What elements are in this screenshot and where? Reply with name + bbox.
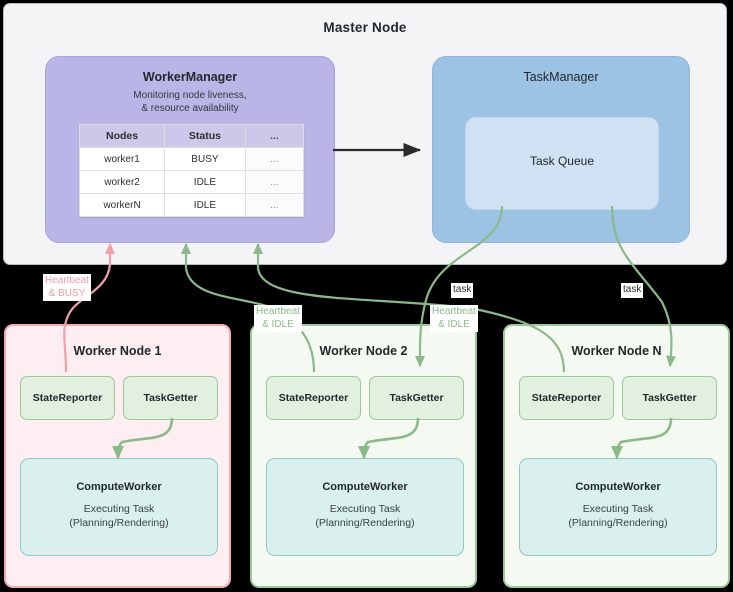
worker-node-1-container: Worker Node 1 StateReporter TaskGetter C… <box>4 324 231 588</box>
edge-label-heartbeat-idle-workern: Heartbeat & IDLE <box>430 305 478 332</box>
worker-node-1-title: Worker Node 1 <box>73 344 162 358</box>
compute-worker-2[interactable]: ComputeWorker Executing Task (Planning/R… <box>266 458 464 556</box>
edge-label-heartbeat-idle-workern-line-2: & IDLE <box>438 318 470 330</box>
worker-node-n-container: Worker Node N StateReporter TaskGetter C… <box>503 324 730 588</box>
column-header-more: ... <box>244 124 305 148</box>
cell-node-more: ... <box>244 193 305 217</box>
table-header-row: Nodes Status ... <box>78 124 305 148</box>
cell-node-more: ... <box>244 170 305 194</box>
edge-label-heartbeat-idle-worker2-line-2: & IDLE <box>262 318 294 330</box>
compute-worker-n[interactable]: ComputeWorker Executing Task (Planning/R… <box>519 458 717 556</box>
compute-worker-1-line-2: (Planning/Rendering) <box>69 517 169 529</box>
worker-node-2-title: Worker Node 2 <box>319 344 408 358</box>
compute-worker-n-line-1: Executing Task <box>582 503 654 515</box>
compute-worker-1-title: ComputeWorker <box>76 481 162 493</box>
cell-node-name: worker1 <box>78 147 166 171</box>
compute-worker-n-line-2: (Planning/Rendering) <box>568 517 668 529</box>
edge-label-heartbeat-idle-worker2-line-1: Heartbeat <box>256 306 300 317</box>
cell-node-name: worker2 <box>78 170 166 194</box>
state-reporter-1[interactable]: StateReporter <box>20 376 115 420</box>
edge-label-heartbeat-idle-worker2: Heartbeat & IDLE <box>254 305 302 332</box>
column-header-nodes: Nodes <box>78 124 166 148</box>
worker-manager-subtitle-line-1: Monitoring node liveness, <box>133 90 247 101</box>
edge-label-heartbeat-busy-line-2: & BUSY <box>48 287 86 299</box>
edge-label-heartbeat-busy: Heartbeat & BUSY <box>43 274 91 301</box>
worker-manager-title: WorkerManager <box>142 70 238 84</box>
table-row: worker1 BUSY ... <box>78 147 305 171</box>
compute-worker-1-line-1: Executing Task <box>83 503 155 515</box>
state-reporter-2[interactable]: StateReporter <box>266 376 361 420</box>
cell-node-status: IDLE <box>164 170 246 194</box>
compute-worker-2-line-2: (Planning/Rendering) <box>315 517 415 529</box>
compute-worker-1-subtitle: Executing Task (Planning/Rendering) <box>21 502 217 530</box>
cell-node-status: IDLE <box>164 193 246 217</box>
task-getter-1[interactable]: TaskGetter <box>123 376 218 420</box>
compute-worker-2-line-1: Executing Task <box>329 503 401 515</box>
worker-manager-box[interactable]: WorkerManager Monitoring node liveness, … <box>45 56 335 243</box>
worker-node-n-title: Worker Node N <box>571 344 662 358</box>
task-getter-n[interactable]: TaskGetter <box>622 376 717 420</box>
cell-node-more: ... <box>244 147 305 171</box>
task-queue-box[interactable]: Task Queue <box>465 117 659 210</box>
cell-node-name: workerN <box>78 193 166 217</box>
compute-worker-n-subtitle: Executing Task (Planning/Rendering) <box>520 502 716 530</box>
edge-label-heartbeat-busy-line-1: Heartbeat <box>45 275 89 286</box>
edge-label-heartbeat-idle-workern-line-1: Heartbeat <box>432 306 476 317</box>
edge-label-task-worker2: task <box>451 283 474 298</box>
task-manager-box[interactable]: TaskManager Task Queue <box>432 56 690 243</box>
compute-worker-2-subtitle: Executing Task (Planning/Rendering) <box>267 502 463 530</box>
worker-manager-subtitle-line-2: & resource availability <box>141 103 239 114</box>
table-row: worker2 IDLE ... <box>78 170 305 194</box>
node-status-table: Nodes Status ... worker1 BUSY ... worker… <box>78 124 305 217</box>
task-queue-label: Task Queue <box>529 154 595 168</box>
state-reporter-n[interactable]: StateReporter <box>519 376 614 420</box>
edge-label-task-workern: task <box>621 283 644 298</box>
task-getter-2[interactable]: TaskGetter <box>369 376 464 420</box>
column-header-status: Status <box>164 124 246 148</box>
worker-manager-subtitle: Monitoring node liveness, & resource ava… <box>46 89 334 115</box>
table-row: workerN IDLE ... <box>78 193 305 217</box>
cell-node-status: BUSY <box>164 147 246 171</box>
master-node-title: Master Node <box>323 20 407 35</box>
master-node-container: Master Node WorkerManager Monitoring nod… <box>3 3 727 265</box>
worker-node-2-container: Worker Node 2 StateReporter TaskGetter C… <box>250 324 477 588</box>
compute-worker-n-title: ComputeWorker <box>575 481 661 493</box>
task-manager-title: TaskManager <box>523 70 599 84</box>
compute-worker-2-title: ComputeWorker <box>322 481 408 493</box>
compute-worker-1[interactable]: ComputeWorker Executing Task (Planning/R… <box>20 458 218 556</box>
